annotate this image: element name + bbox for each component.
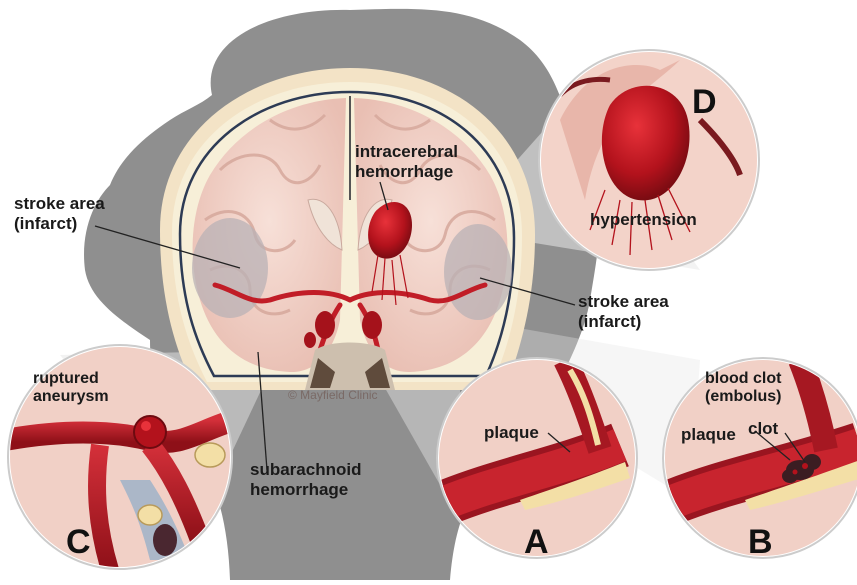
label-blood-clot-embolus: blood clot (embolus) [705,370,781,406]
label-plaque-a: plaque [484,423,539,443]
label-subarachnoid-hemorrhage: subarachnoid hemorrhage [250,460,361,500]
label-hypertension: hypertension [590,210,697,230]
label-ruptured-aneurysm: ruptured aneurysm [33,370,109,406]
inset-letter-c: C [66,525,91,559]
inset-letter-a: A [524,525,549,559]
inset-letter-d: D [692,85,717,119]
label-intracerebral-hemorrhage: intracerebral hemorrhage [355,142,458,182]
inset-letter-b: B [748,525,773,559]
aneurysm [134,416,166,448]
label-stroke-area-left: stroke area (infarct) [14,194,105,234]
label-stroke-area-right: stroke area (infarct) [578,292,669,332]
label-plaque-b: plaque [681,425,736,445]
infarct-right [444,224,512,320]
label-clot: clot [748,419,778,439]
copyright-credit: © Mayfield Clinic [288,388,378,402]
